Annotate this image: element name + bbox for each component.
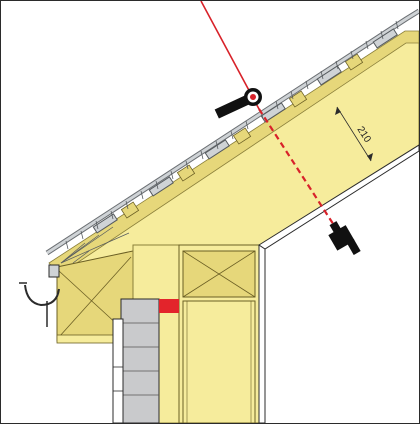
tile-hatch	[290, 90, 294, 100]
gutter	[19, 264, 60, 327]
dimension-arrow-top	[335, 107, 341, 115]
gutter-clip	[48, 264, 60, 278]
tile-hatch	[110, 210, 114, 220]
plug-sensor-icon	[328, 221, 361, 256]
tile-hatch	[365, 40, 369, 50]
tile-hatch	[125, 200, 129, 210]
sensor-probe	[200, 1, 361, 256]
block-wall	[112, 298, 160, 423]
tile-hatch	[245, 120, 249, 130]
roof-tile-highlight	[46, 9, 419, 255]
roof-tile	[372, 28, 398, 49]
red-seal-strip	[159, 299, 179, 313]
block-wall-face	[112, 318, 124, 423]
tile-hatch	[170, 170, 174, 180]
membrane-line	[60, 226, 114, 264]
timber-frame-wall	[178, 244, 260, 423]
tile-hatch	[305, 80, 309, 90]
tile-hatch	[230, 130, 234, 140]
timber-stud	[182, 300, 256, 423]
tile-hatch	[140, 190, 144, 200]
roof-tile	[316, 65, 342, 86]
tile-hatch	[185, 160, 189, 170]
counter-batten	[176, 164, 196, 182]
counter-batten	[344, 53, 364, 71]
dimension-line	[336, 106, 372, 162]
tile-hatch	[215, 140, 219, 150]
inner-lining	[258, 144, 419, 423]
tile-hatch	[95, 220, 99, 230]
roof-tile	[148, 176, 174, 197]
ring-sensor-icon	[214, 88, 262, 119]
roof-tile	[260, 102, 286, 123]
tile-hatch	[320, 70, 324, 80]
probe-line-dashed	[258, 108, 340, 234]
tile-hatch	[155, 180, 159, 190]
tile-hatch	[335, 60, 339, 70]
eaves-membrane-lines	[60, 226, 130, 264]
tile-hatch	[380, 30, 384, 40]
tile-hatch	[80, 230, 84, 240]
counter-batten	[232, 127, 252, 145]
tile-hatch	[395, 20, 399, 30]
tile-hatch	[65, 240, 69, 250]
tile-hatch	[350, 50, 354, 60]
dimension-arrow-bottom	[367, 153, 373, 161]
counter-batten	[288, 90, 308, 108]
roof-tile	[204, 139, 230, 160]
roof-tile	[92, 213, 118, 234]
membrane-line	[72, 250, 90, 264]
roof-tiles	[45, 8, 419, 256]
tile-hatch	[275, 100, 279, 110]
gutter-profile	[24, 284, 60, 307]
counter-battens	[120, 53, 364, 219]
tile-hatch	[200, 150, 204, 160]
membrane-line	[60, 232, 130, 264]
